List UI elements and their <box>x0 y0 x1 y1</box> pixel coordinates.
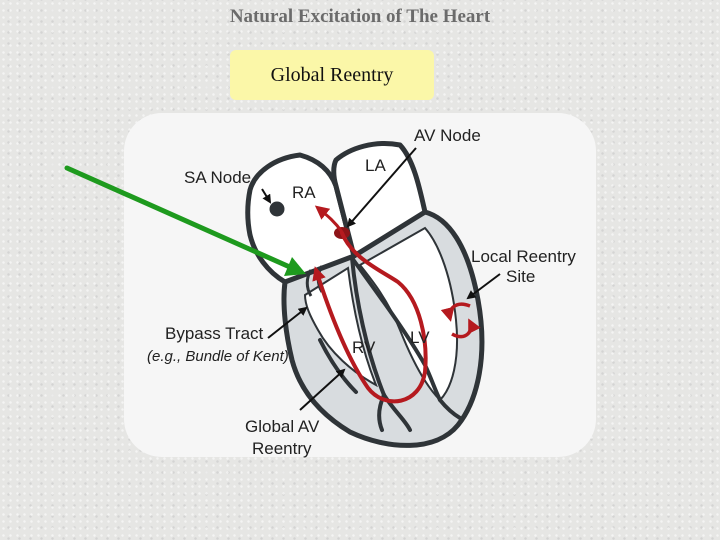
local-reentry-icon <box>440 302 481 339</box>
label-pointers <box>261 147 501 411</box>
local-reentry-label-line1: Local Reentry <box>471 247 576 266</box>
bypass-tract-label-line2: (e.g., Bundle of Kent) <box>147 348 289 365</box>
sa-node-dot <box>269 201 285 217</box>
local-reentry-label-line2: Site <box>506 267 535 286</box>
reentry-path <box>312 231 428 404</box>
slide-title: Natural Excitation of The Heart <box>229 6 491 27</box>
av-node-label: AV Node <box>414 126 481 145</box>
green-pointer-arrow <box>64 165 306 276</box>
left-atrium <box>331 140 428 259</box>
rv-label: RV <box>352 338 376 357</box>
global-av-label-line1: Global AV <box>245 417 320 436</box>
subtitle-box: Global Reentry <box>230 50 434 100</box>
sa-to-av-arrow <box>314 205 344 233</box>
lv-label: LV <box>410 328 430 347</box>
sa-node-label: SA Node <box>184 168 251 187</box>
global-av-label-line2: Reentry <box>252 439 312 458</box>
ra-label: RA <box>292 183 316 202</box>
la-label: LA <box>365 156 386 175</box>
bypass-tract-label-line1: Bypass Tract <box>165 324 264 343</box>
